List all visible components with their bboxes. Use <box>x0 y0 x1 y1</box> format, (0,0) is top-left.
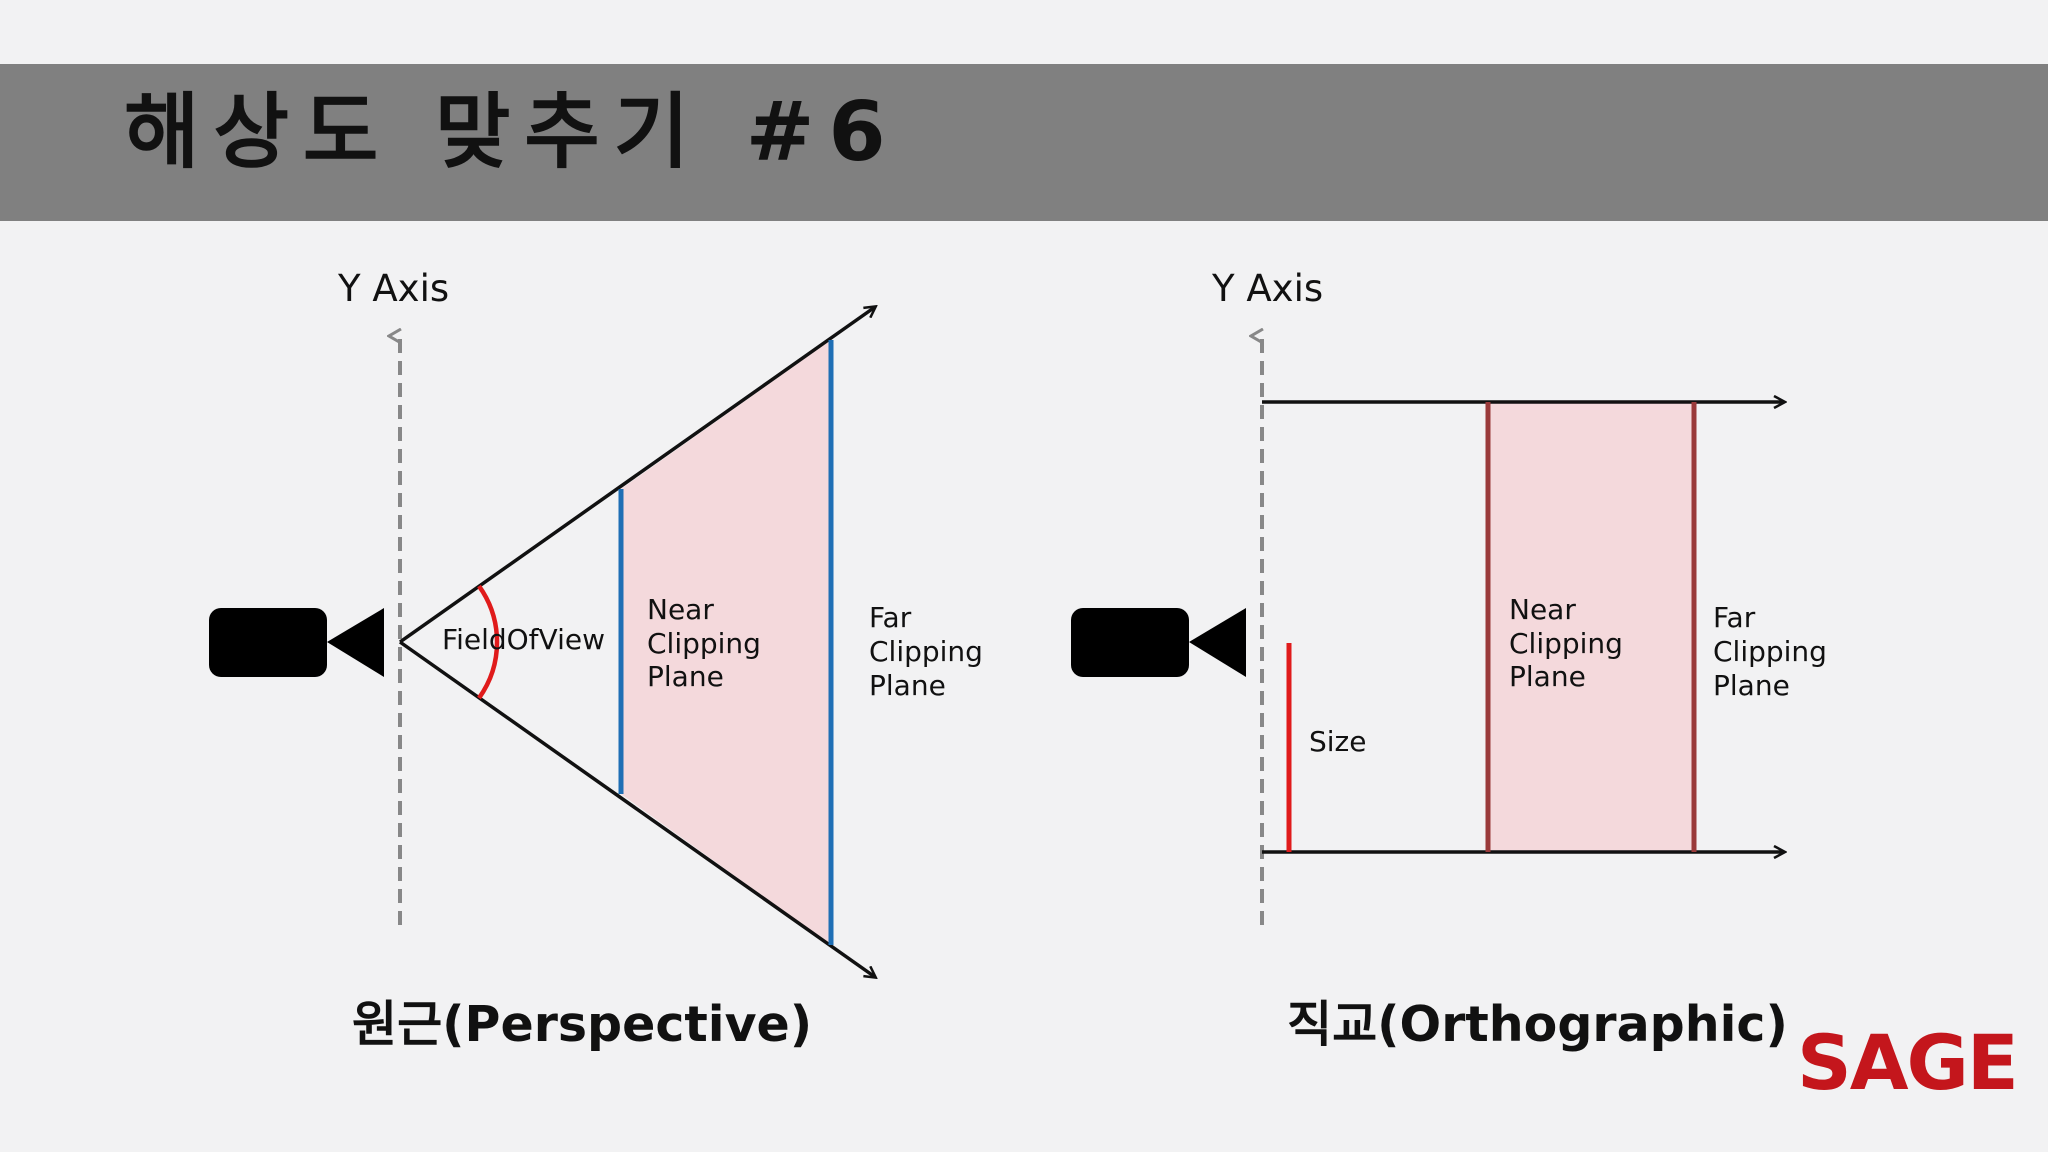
perspective-near-label: Near Clipping Plane <box>647 593 770 693</box>
perspective-diagram: Y Axis FieldOfView Near Clipping Plane F… <box>209 267 992 1053</box>
sage-logo: SAGE <box>1797 1018 2017 1107</box>
orthographic-caption: 직교(Orthographic) <box>1287 996 1788 1053</box>
orthographic-far-label: Far Clipping Plane <box>1713 601 1836 702</box>
perspective-frustum <box>621 340 831 945</box>
orthographic-near-label: Near Clipping Plane <box>1509 593 1632 693</box>
perspective-caption: 원근(Perspective) <box>352 996 812 1053</box>
perspective-y-axis-label: Y Axis <box>337 267 449 310</box>
perspective-camera-icon <box>209 608 384 677</box>
orthographic-diagram: Y Axis Size Near Clipping Plane Far Clip… <box>1071 267 1836 1053</box>
size-label: Size <box>1309 725 1366 758</box>
title-bar <box>0 64 2048 221</box>
orthographic-volume <box>1488 402 1694 852</box>
orthographic-camera-icon <box>1071 608 1246 677</box>
orthographic-y-axis-label: Y Axis <box>1211 267 1323 310</box>
perspective-far-label: Far Clipping Plane <box>869 601 992 702</box>
slide-title: 해상도 맞추기 #6 <box>124 85 900 180</box>
fov-label: FieldOfView <box>442 623 605 656</box>
fov-arc <box>477 584 500 700</box>
